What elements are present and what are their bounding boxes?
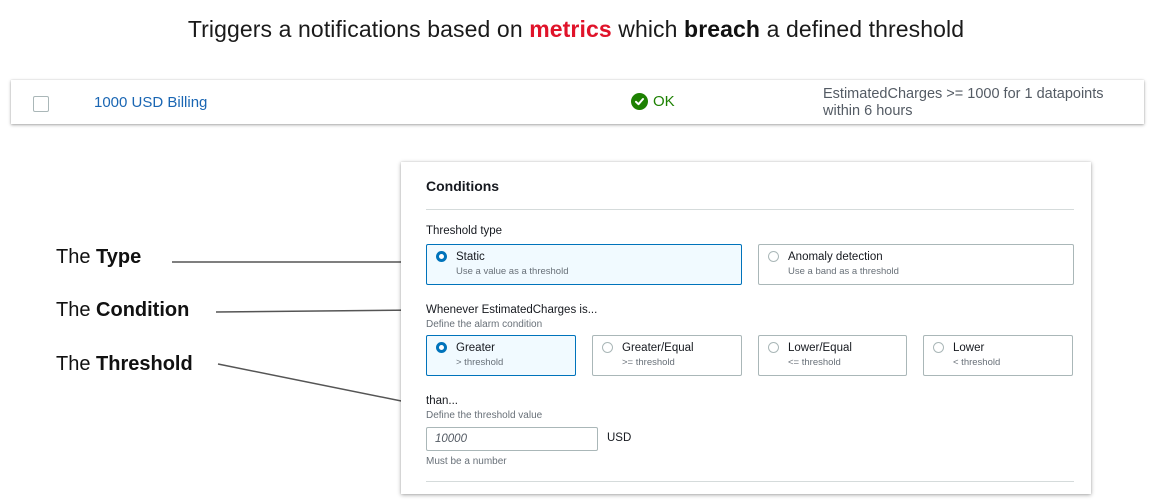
radio-button[interactable] [933, 342, 944, 353]
threshold-type-anomaly-tile[interactable]: Anomaly detection Use a band as a thresh… [758, 244, 1074, 285]
arrow-threshold [217, 363, 422, 408]
tile-subtitle: < threshold [953, 357, 1001, 368]
tile-title: Static [456, 251, 485, 263]
panel-divider [426, 481, 1074, 482]
label-condition: The Condition [56, 299, 189, 322]
than-description: Define the threshold value [426, 410, 543, 421]
tile-subtitle: <= threshold [788, 357, 841, 368]
threshold-value-input[interactable]: 10000 [426, 427, 598, 451]
label-bold: Condition [96, 299, 190, 321]
tile-title: Greater/Equal [622, 342, 694, 354]
tile-subtitle: > threshold [456, 357, 504, 368]
threshold-type-static-tile[interactable]: Static Use a value as a threshold [426, 244, 742, 285]
operator-greater-equal-tile[interactable]: Greater/Equal >= threshold [592, 335, 742, 376]
panel-divider [426, 209, 1074, 210]
radio-button[interactable] [436, 342, 447, 353]
than-label: than... [426, 395, 458, 407]
alarm-select-checkbox[interactable] [33, 96, 49, 112]
operator-lower-equal-tile[interactable]: Lower/Equal <= threshold [758, 335, 907, 376]
tile-title: Lower [953, 342, 985, 354]
label-prefix: The [56, 299, 97, 321]
threshold-hint: Must be a number [426, 456, 507, 467]
tile-title: Greater [456, 342, 495, 354]
tile-subtitle: >= threshold [622, 357, 675, 368]
headline: Triggers a notifications based on metric… [0, 16, 1152, 43]
radio-button[interactable] [768, 342, 779, 353]
headline-part: a defined threshold [760, 16, 965, 42]
alarm-row: 1000 USD Billing OK EstimatedCharges >= … [11, 80, 1144, 124]
tile-title: Lower/Equal [788, 342, 852, 354]
check-circle-icon [631, 93, 648, 110]
headline-metrics-highlight: metrics [529, 16, 612, 42]
headline-part: Triggers a notifications based on [187, 16, 530, 42]
alarm-status: OK [631, 93, 675, 110]
whenever-description: Define the alarm condition [426, 319, 543, 330]
threshold-type-label: Threshold type [426, 225, 503, 237]
alarm-name-link[interactable]: 1000 USD Billing [94, 94, 208, 111]
conditions-panel: Conditions Threshold type Static Use a v… [401, 162, 1091, 494]
radio-button[interactable] [436, 251, 447, 262]
radio-button[interactable] [602, 342, 613, 353]
tile-subtitle: Use a band as a threshold [788, 266, 899, 277]
label-bold: Threshold [96, 353, 193, 375]
label-threshold: The Threshold [56, 353, 193, 376]
alarm-condition-text: EstimatedCharges >= 1000 for 1 datapoint… [823, 86, 1104, 119]
label-prefix: The [56, 353, 97, 375]
tile-title: Anomaly detection [788, 251, 883, 263]
tile-subtitle: Use a value as a threshold [456, 266, 569, 277]
radio-button[interactable] [768, 251, 779, 262]
label-prefix: The [56, 246, 97, 268]
whenever-label: Whenever EstimatedCharges is... [426, 304, 598, 316]
arrow-condition [215, 306, 422, 315]
operator-greater-tile[interactable]: Greater > threshold [426, 335, 576, 376]
threshold-unit: USD [607, 432, 632, 444]
label-type: The Type [56, 246, 141, 269]
label-bold: Type [96, 246, 142, 268]
headline-breach-highlight: breach [684, 16, 761, 42]
headline-part: which [611, 16, 685, 42]
operator-lower-tile[interactable]: Lower < threshold [923, 335, 1073, 376]
alarm-status-text: OK [653, 93, 675, 110]
panel-title: Conditions [426, 178, 500, 194]
